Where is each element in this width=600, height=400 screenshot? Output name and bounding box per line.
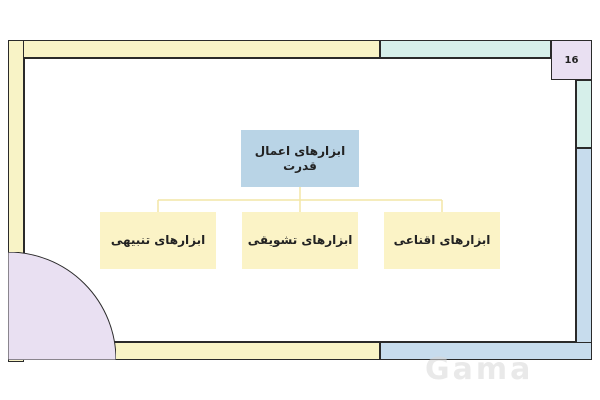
node-child-persuasive: ابزارهای اقناعی xyxy=(384,212,500,269)
node-root: ابزارهای اعمال قدرت xyxy=(241,130,359,187)
node-child-punitive: ابزارهای تنبیهی xyxy=(100,212,216,269)
frame-band-right-blue xyxy=(576,148,592,360)
frame-band-right-teal xyxy=(576,80,592,148)
frame-band-top-teal xyxy=(380,40,551,58)
watermark-logo: Gama xyxy=(425,352,534,387)
node-child-incentive: ابزارهای تشویقی xyxy=(242,212,358,269)
page-number: 16 xyxy=(551,40,592,80)
frame-band-bottom-blue xyxy=(380,342,592,360)
corner-quarter-circle xyxy=(8,252,116,360)
frame-band-bottom-yellow xyxy=(110,342,380,360)
frame-band-top-yellow xyxy=(8,40,380,58)
